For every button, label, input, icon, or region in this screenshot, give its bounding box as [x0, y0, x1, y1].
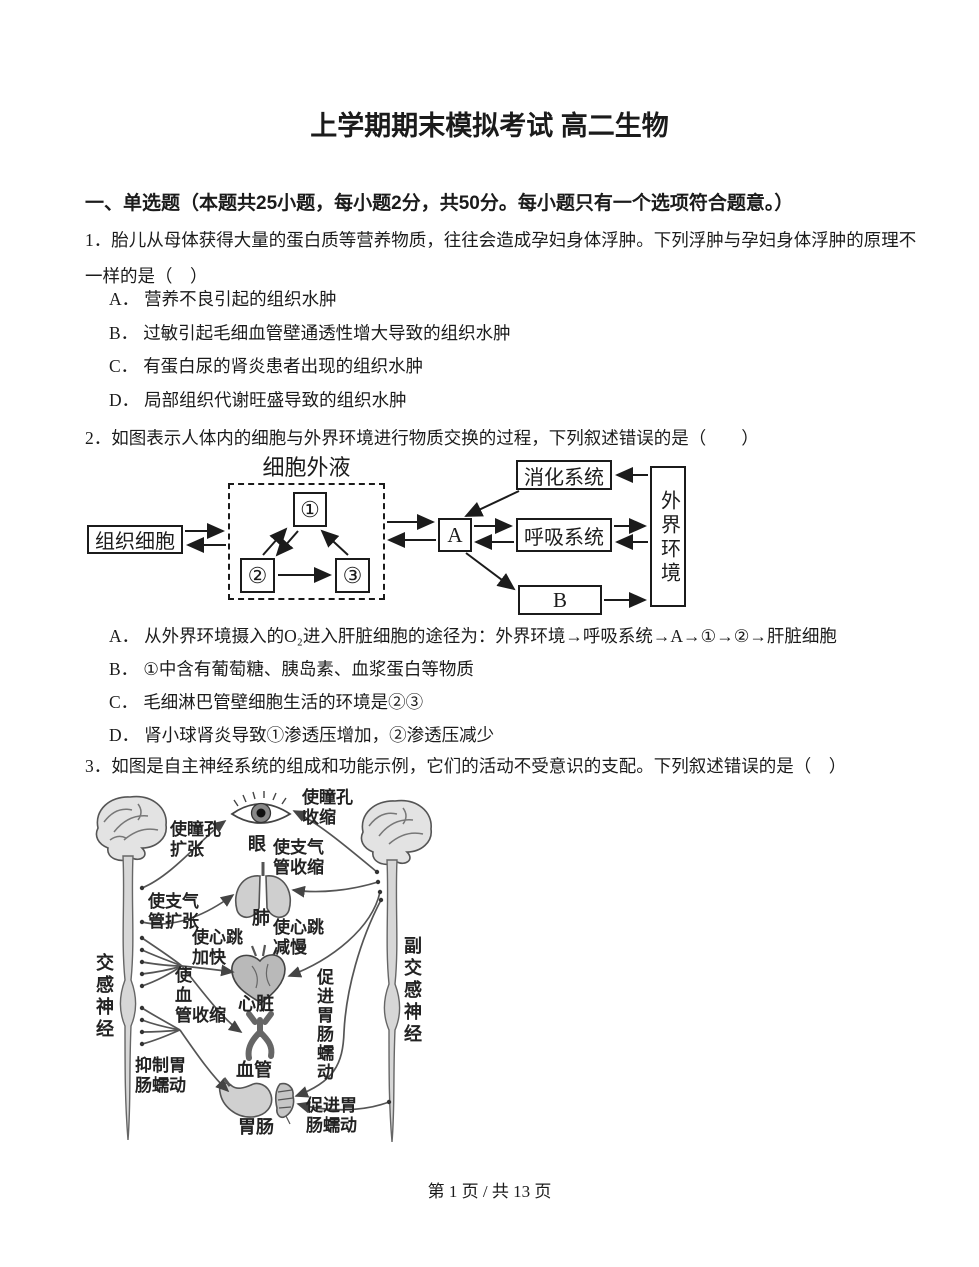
option-row: D．肾小球肾炎导致①渗透压增加，②渗透压减少 [109, 719, 969, 752]
sympathetic-ganglia [139, 885, 145, 1047]
option-text: 过敏引起毛细血管壁通透性增大导致的组织水肿 [143, 322, 511, 343]
vessel-drawing [245, 1011, 275, 1061]
option-text: 局部组织代谢旺盛导致的组织水肿 [144, 389, 407, 410]
eye-label: 眼 [248, 834, 266, 854]
parasympathetic-nerve-label: 副交感神经 [404, 936, 422, 1044]
question-2-diagram: 细胞外液 组织细胞 ① ② ③ A 消化系统 呼吸系统 B 外界环境 [85, 452, 705, 624]
stomach-label: 胃肠 [238, 1117, 274, 1137]
question-1-stem-line2: 一样的是（ ） [85, 266, 208, 286]
vessel-label: 血管 [236, 1060, 272, 1080]
option-text: 营养不良引起的组织水肿 [144, 289, 337, 309]
option-label: D． [109, 389, 140, 410]
option-row: B．①中含有葡萄糖、胰岛素、血浆蛋白等物质 [109, 653, 969, 686]
question-2-options: A．从外界环境摄入的O₂进入肝脏细胞的途径为：外界环境→呼吸系统→A→①→②→肝… [109, 620, 969, 752]
question-1-options: A．营养不良引起的组织水肿 B．过敏引起毛细血管壁通透性增大导致的组织水肿 C．… [109, 283, 969, 417]
extracellular-fluid-dashed-box [228, 483, 385, 600]
node-3-box: ③ [335, 558, 370, 593]
dilate-bronchi-label: 使支气 管扩张 [148, 892, 199, 931]
node-b-box: B [518, 585, 602, 615]
external-environment-box: 外界环境 [650, 466, 686, 607]
option-label: A． [109, 626, 140, 646]
option-row: C．毛细淋巴管壁细胞生活的环境是②③ [109, 686, 969, 719]
sympathetic-nerve-label: 交感神经 [96, 953, 114, 1039]
right-brain-drawing [360, 799, 432, 1143]
constrict-pupil-label: 使瞳孔 收缩 [302, 788, 353, 827]
option-text: 毛细淋巴管壁细胞生活的环境是②③ [143, 692, 424, 712]
speed-heartbeat-label: 使心跳 加快 [192, 928, 243, 967]
option-text: 从外界环境摄入的O₂进入肝脏细胞的途径为：外界环境→呼吸系统→A→①→②→肝脏细… [144, 626, 837, 646]
eye-drawing [230, 791, 292, 824]
digestive-system-box: 消化系统 [516, 460, 612, 490]
heart-drawing [231, 944, 286, 1004]
option-text: ①中含有葡萄糖、胰岛素、血浆蛋白等物质 [143, 659, 474, 679]
option-label: D． [109, 725, 140, 745]
page-number-footer: 第 1 页 / 共 13 页 [427, 1182, 552, 1201]
page-title: 上学期期末模拟考试 高二生物 [310, 111, 669, 141]
option-text: 有蛋白尿的肾炎患者出现的组织水肿 [143, 356, 424, 376]
section-heading: 一、单选题（本题共25小题，每小题2分，共50分。每小题只有一个选项符合题意。） [85, 193, 794, 214]
constrict-bronchi-label: 使支气 管收缩 [273, 838, 324, 877]
inhibit-gi-label: 抑制胃 肠蠕动 [135, 1056, 186, 1095]
promote-gi-right-label: 促进胃肠蠕动 [317, 968, 334, 1082]
question-2-stem: 2．如图表示人体内的细胞与外界环境进行物质交换的过程，下列叙述错误的是（ ） [85, 428, 759, 448]
constrict-vessel-label: 使 血 管收缩 [175, 966, 226, 1025]
tissue-cells-box: 组织细胞 [87, 525, 183, 554]
respiratory-system-box: 呼吸系统 [516, 518, 612, 552]
option-label: B． [109, 322, 139, 343]
heart-label: 心脏 [238, 994, 274, 1014]
dilate-pupil-label: 使瞳孔 扩张 [170, 820, 221, 859]
parasympathetic-fibers [287, 810, 390, 1113]
sympathetic-fibers [141, 819, 243, 1093]
question-3-stem: 3．如图是自主神经系统的组成和功能示例，它们的活动不受意识的支配。下列叙述错误的… [85, 756, 847, 776]
option-label: C． [109, 692, 139, 712]
extracellular-fluid-label: 细胞外液 [262, 455, 351, 480]
option-row: A．从外界环境摄入的O₂进入肝脏细胞的途径为：外界环境→呼吸系统→A→①→②→肝… [109, 620, 969, 653]
option-label: A． [109, 289, 140, 309]
option-row: D．局部组织代谢旺盛导致的组织水肿 [109, 384, 969, 418]
question-1-stem-line1: 1．胎儿从母体获得大量的蛋白质等营养物质，往往会造成孕妇身体浮肿。下列浮肿与孕妇… [85, 230, 917, 250]
option-row: B．过敏引起毛细血管壁通透性增大导致的组织水肿 [109, 317, 969, 351]
parasympathetic-ganglia [374, 869, 392, 1105]
node-a-box: A [438, 518, 472, 552]
left-brain-drawing [95, 795, 167, 1141]
option-row: A．营养不良引起的组织水肿 [109, 283, 969, 317]
node-2-box: ② [240, 558, 275, 593]
question-3-diagram: 使瞳孔 扩张 使瞳孔 收缩 使支气 管收缩 使支气 管扩张 使心跳 加快 使心跳… [80, 780, 460, 1172]
q2-diagram-arrows [185, 467, 648, 608]
option-row: C．有蛋白尿的肾炎患者出现的组织水肿 [109, 350, 969, 384]
promote-gi-bottom-label: 促进胃 肠蠕动 [306, 1096, 357, 1135]
question-1-stem: 1．胎儿从母体获得大量的蛋白质等营养物质，往往会造成孕妇身体浮肿。下列浮肿与孕妇… [85, 222, 965, 294]
option-label: C． [109, 356, 139, 376]
node-1-box: ① [293, 492, 327, 527]
q3-diagram-art [95, 791, 432, 1143]
option-text: 肾小球肾炎导致①渗透压增加，②渗透压减少 [144, 725, 495, 745]
lung-label: 肺 [252, 908, 270, 928]
slow-heartbeat-label: 使心跳 减慢 [273, 918, 324, 957]
option-label: B． [109, 659, 139, 679]
external-environment-label: 外界环境 [657, 489, 680, 586]
lungs-drawing [235, 862, 291, 919]
